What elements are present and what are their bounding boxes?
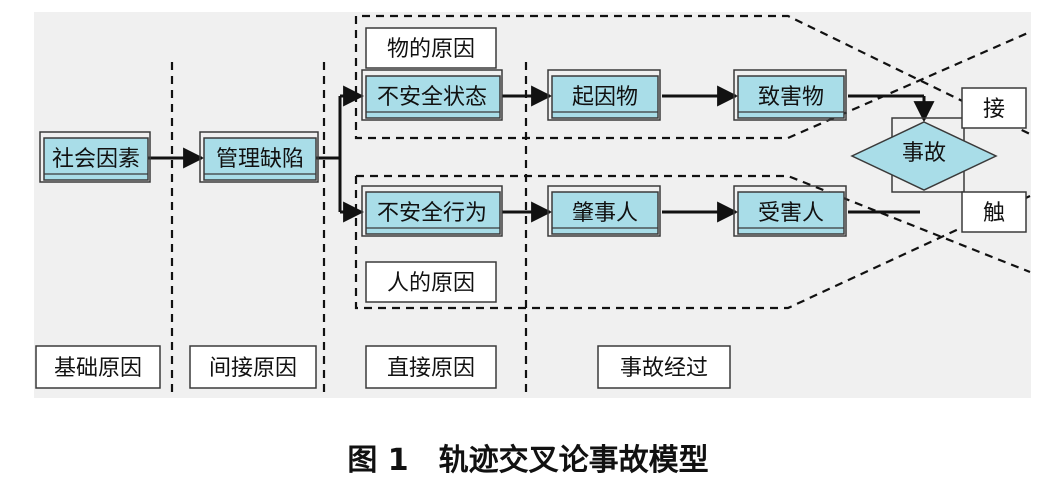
group-object-cause-label: 物的原因 bbox=[387, 37, 475, 62]
figure-caption: 图 1 轨迹交叉论事故模型 bbox=[347, 443, 708, 478]
box-initiator: 起因物 bbox=[547, 69, 661, 121]
contact-bottom-label: 触 bbox=[983, 201, 1005, 226]
accident-label: 事故 bbox=[902, 141, 946, 166]
box-harmful-object-label: 致害物 bbox=[758, 85, 824, 110]
box-harmful-object: 致害物 bbox=[733, 69, 847, 121]
box-management-label: 管理缺陷 bbox=[216, 147, 304, 172]
stage-direct-label: 直接原因 bbox=[387, 356, 475, 381]
box-perpetrator-label: 肇事人 bbox=[572, 201, 638, 226]
stage-direct: 直接原因 bbox=[365, 345, 497, 389]
group-human-cause: 人的原因 bbox=[365, 261, 497, 303]
stage-basic-label: 基础原因 bbox=[54, 356, 142, 381]
box-victim-label: 受害人 bbox=[758, 201, 824, 226]
stage-indirect-label: 间接原因 bbox=[209, 356, 297, 381]
box-victim: 受害人 bbox=[733, 185, 847, 237]
stage-process-label: 事故经过 bbox=[620, 356, 708, 381]
stage-basic: 基础原因 bbox=[35, 345, 161, 389]
box-unsafe-behavior: 不安全行为 bbox=[361, 185, 503, 237]
group-human-cause-label: 人的原因 bbox=[387, 271, 475, 296]
group-object-cause: 物的原因 bbox=[365, 27, 497, 69]
box-social-label: 社会因素 bbox=[52, 147, 140, 172]
box-unsafe-state-label: 不安全状态 bbox=[377, 85, 487, 110]
contact-top: 接 bbox=[961, 87, 1027, 129]
accident-node: 事故 bbox=[850, 117, 998, 193]
box-unsafe-behavior-label: 不安全行为 bbox=[377, 201, 487, 226]
box-social: 社会因素 bbox=[39, 131, 151, 183]
object-cause-envelope bbox=[354, 14, 1031, 140]
connectors bbox=[148, 85, 935, 223]
box-management: 管理缺陷 bbox=[199, 131, 319, 183]
contact-top-label: 接 bbox=[983, 97, 1005, 122]
stage-indirect: 间接原因 bbox=[189, 345, 317, 389]
diagram-panel bbox=[34, 12, 1031, 398]
box-perpetrator: 肇事人 bbox=[547, 185, 661, 237]
box-initiator-label: 起因物 bbox=[572, 85, 638, 110]
contact-bottom: 触 bbox=[961, 191, 1027, 233]
stage-process: 事故经过 bbox=[597, 345, 731, 389]
human-cause-envelope bbox=[354, 174, 1031, 310]
box-unsafe-state: 不安全状态 bbox=[361, 69, 503, 121]
